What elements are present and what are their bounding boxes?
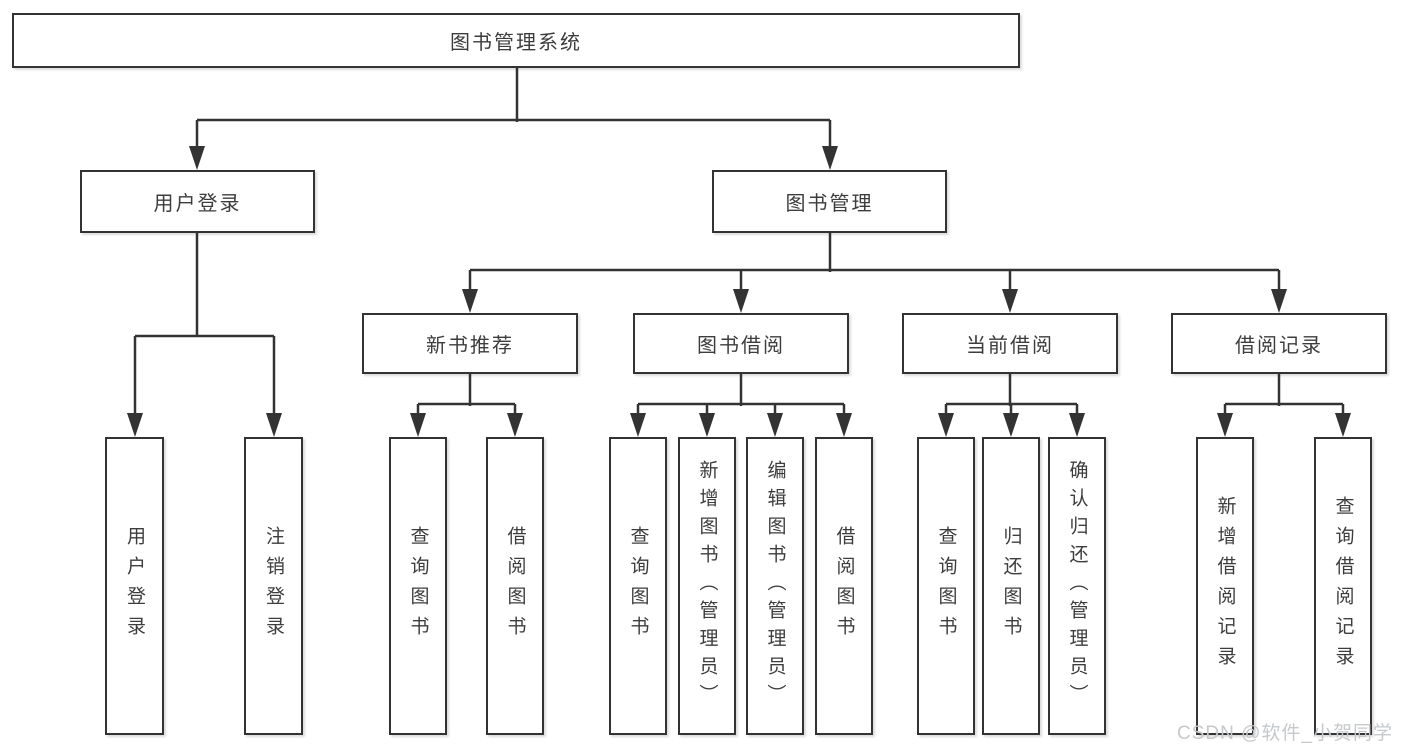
leaf-add-book-admin: 新增图书（管理员） [678,437,736,735]
leaf-confirm-return-admin: 确认归还（管理员） [1048,437,1106,735]
watermark: CSDN @软件_小贺同学 [1177,723,1393,744]
leaf-label: 归还图书 [1000,526,1022,646]
node-book-borrowing: 图书借阅 [633,313,849,374]
node-label: 借阅记录 [1235,335,1323,357]
leaf-label: 编辑图书（管理员） [764,460,786,712]
node-root-system: 图书管理系统 [12,13,1020,68]
leaf-label: 新增借阅记录 [1214,496,1236,676]
node-label: 新书推荐 [426,335,514,357]
leaf-borrow-books-recommend: 借阅图书 [486,437,544,735]
leaf-label: 新增图书（管理员） [696,460,718,712]
leaf-edit-book-admin: 编辑图书（管理员） [746,437,804,735]
leaf-borrow-books-borrowing: 借阅图书 [815,437,873,735]
leaf-label: 借阅图书 [504,526,526,646]
leaf-label: 查询图书 [407,526,429,646]
node-label: 图书管理 [785,193,874,215]
node-book-management: 图书管理 [712,170,947,233]
leaf-query-books-recommend: 查询图书 [389,437,447,735]
leaf-user-login: 用户登录 [105,437,164,735]
leaf-query-borrow-record: 查询借阅记录 [1314,437,1372,735]
leaf-label: 查询图书 [627,526,649,646]
node-label: 当前借阅 [966,335,1054,357]
node-user-login: 用户登录 [80,170,315,233]
leaf-label: 借阅图书 [833,526,855,646]
node-label: 用户登录 [153,193,242,215]
node-new-book-recommend: 新书推荐 [362,313,578,374]
leaf-label: 查询借阅记录 [1332,496,1354,676]
node-borrowing-records: 借阅记录 [1171,313,1387,374]
leaf-add-borrow-record: 新增借阅记录 [1196,437,1254,735]
leaf-logout: 注销登录 [244,437,303,735]
leaf-label: 用户登录 [124,526,145,646]
leaf-label: 查询图书 [935,526,957,646]
leaf-label: 确认归还（管理员） [1066,460,1088,712]
node-current-borrowing: 当前借阅 [902,313,1118,374]
leaf-query-books-borrowing: 查询图书 [609,437,667,735]
leaf-query-books-current: 查询图书 [917,437,975,735]
node-label: 图书管理系统 [450,32,582,54]
leaf-label: 注销登录 [263,526,284,646]
node-label: 图书借阅 [697,335,785,357]
leaf-return-books: 归还图书 [982,437,1040,735]
